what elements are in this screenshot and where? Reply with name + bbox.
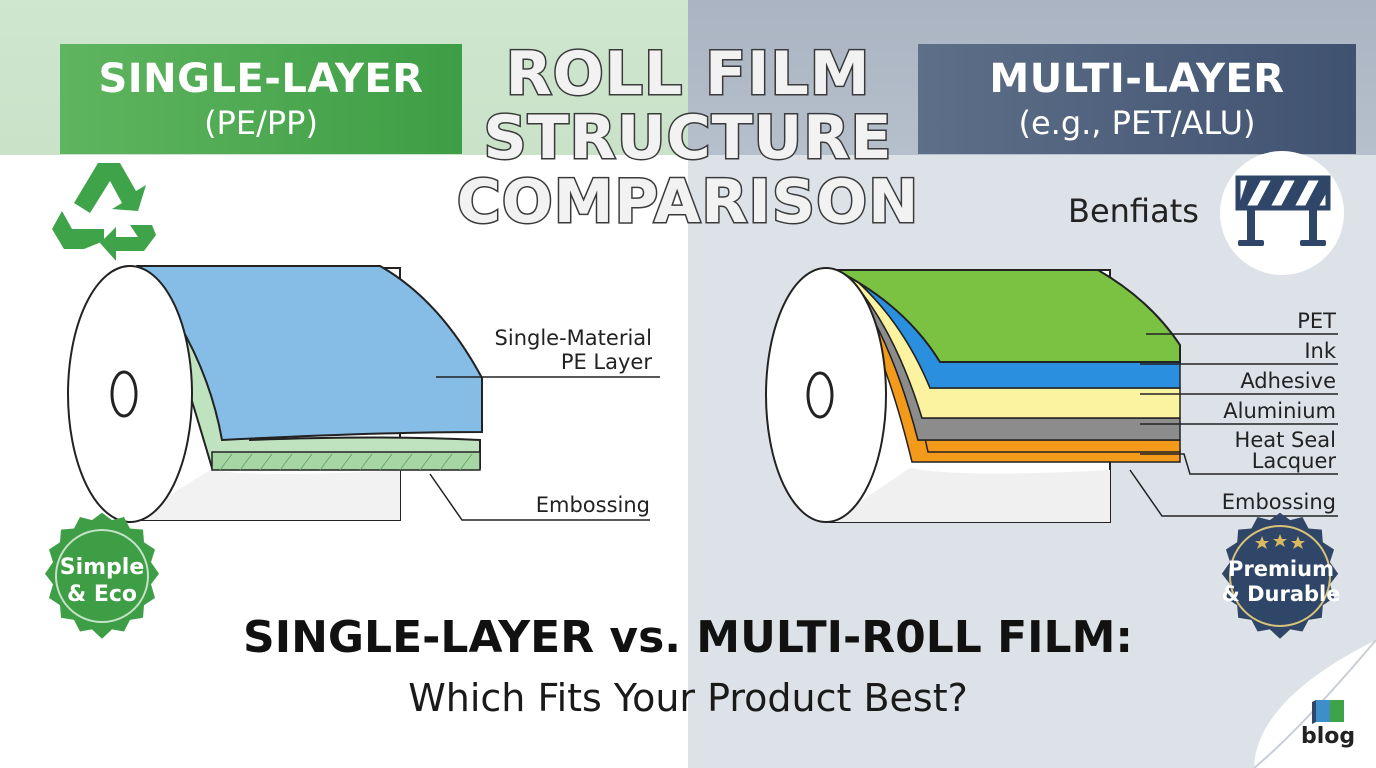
subheadline: Which Fits Your Product Best? (408, 676, 968, 720)
single-layer-roll: Single-Material PE Layer Embossing (67, 265, 660, 523)
right-embossing-label: Embossing (1222, 490, 1336, 514)
right-layer-pet (835, 269, 1181, 363)
left-layer-label-line-2: PE Layer (561, 350, 653, 374)
premium-durable-line-2: & Durable (1221, 582, 1341, 606)
blog-logo-icon (1312, 700, 1344, 724)
multi-layer-roll: PET Ink Adhesive Aluminium Heat Seal Lac… (765, 267, 1338, 523)
simple-eco-line-2: & Eco (66, 582, 138, 607)
main-title-line-1: ROLL FILM (504, 39, 871, 109)
headline: SINGLE-LAYER vs. MULTI-R0LL FILM: (243, 612, 1133, 663)
main-title-line-2: STRUCTURE (482, 103, 893, 173)
left-pe-layer (135, 265, 483, 442)
star-icons (1255, 534, 1305, 549)
right-label-heat-seal: Heat Seal (1235, 428, 1336, 452)
premium-durable-badge-text: Premium & Durable (1220, 557, 1342, 607)
left-layer-label-line-1: Single-Material (495, 326, 652, 350)
right-roll-core (806, 371, 834, 419)
right-label-adhesive: Adhesive (1240, 369, 1336, 393)
left-embossing-leader (429, 473, 650, 521)
left-embossing-label: Embossing (536, 493, 650, 517)
recycle-icon (52, 163, 156, 261)
single-layer-banner-title: SINGLE-LAYER (98, 56, 424, 102)
simple-eco-badge (45, 512, 159, 639)
multi-layer-banner-subtitle: (e.g., PET/ALU) (1018, 104, 1256, 142)
main-title-line-3: COMPARISON (455, 167, 920, 237)
blog-logo-text: blog (1301, 724, 1356, 749)
right-label-ink: Ink (1304, 339, 1337, 363)
simple-eco-badge-text: Simple & Eco (50, 554, 154, 608)
right-label-pet: PET (1297, 309, 1336, 333)
barrier-icon (1220, 151, 1344, 275)
simple-eco-line-1: Simple (59, 555, 145, 580)
multi-layer-banner: MULTI-LAYER (e.g., PET/ALU) (918, 44, 1356, 154)
right-roll-shade (830, 468, 1110, 522)
premium-durable-badge (1221, 512, 1339, 639)
left-embossing-hatch (219, 453, 473, 471)
single-layer-banner-subtitle: (PE/PP) (204, 104, 318, 142)
single-layer-banner: SINGLE-LAYER (PE/PP) (60, 44, 462, 154)
right-label-aluminium: Aluminium (1223, 399, 1336, 423)
main-title: ROLL FILM STRUCTURE COMPARISON (430, 39, 946, 237)
premium-durable-line-1: Premium (1228, 557, 1334, 581)
benefits-label: Benfiats (1068, 192, 1199, 230)
left-roll-core (110, 370, 138, 418)
multi-layer-banner-title: MULTI-LAYER (989, 56, 1285, 102)
right-label-lacquer: Lacquer (1252, 449, 1337, 473)
left-roll-shade (130, 470, 400, 520)
left-embossing-strip (211, 451, 481, 471)
